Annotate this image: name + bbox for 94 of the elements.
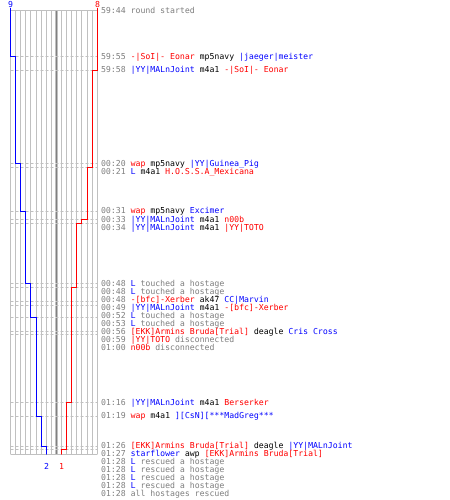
- timestamp: 00:31: [101, 206, 126, 214]
- event-text: disconnected: [174, 335, 234, 343]
- event-text: all hostages rescued: [130, 489, 230, 497]
- player-name: L: [130, 465, 136, 473]
- player-name: CC|Marvin: [224, 295, 269, 303]
- timestamp: 01:19: [101, 411, 126, 419]
- weapon-name: mp5navy: [150, 206, 185, 214]
- player-name: starflower: [130, 449, 180, 457]
- event-text: round started: [130, 6, 195, 14]
- timestamp: 00:53: [101, 319, 126, 327]
- player-name: |YY|MALnJoint: [130, 223, 195, 231]
- timestamp: 01:28: [101, 457, 126, 465]
- player-count: 8: [94, 0, 101, 8]
- player-name: Excimer: [190, 206, 224, 214]
- weapon-name: ak47: [200, 295, 220, 303]
- player-name: wap: [130, 206, 146, 214]
- weapon-name: m4a1: [200, 65, 220, 73]
- player-name: L: [130, 481, 136, 489]
- event-text: rescued a hostage: [140, 465, 224, 473]
- player-name: ][CsN][***MadGreg***: [174, 411, 274, 419]
- timestamp: 01:16: [101, 398, 126, 406]
- event-text: disconnected: [155, 343, 214, 351]
- timestamp: 01:27: [101, 449, 126, 457]
- player-name: L: [130, 311, 136, 319]
- timestamp: 01:00: [101, 343, 126, 351]
- weapon-name: deagle: [254, 441, 284, 449]
- player-name: |jaeger|meister: [239, 52, 314, 60]
- player-name: -[bfc]-Xerber: [224, 303, 288, 311]
- timestamp: 00:56: [101, 327, 126, 335]
- player-name: n00b: [130, 343, 150, 351]
- player-name: wap: [130, 159, 146, 167]
- weapon-name: m4a1: [200, 398, 220, 406]
- timestamp: 00:48: [101, 295, 126, 303]
- timestamp: 00:34: [101, 223, 126, 231]
- weapon-name: mp5navy: [200, 52, 234, 60]
- event-text: touched a hostage: [140, 311, 224, 319]
- player-name: n00b: [224, 215, 244, 223]
- weapon-name: m4a1: [200, 303, 220, 311]
- player-count: 1: [58, 462, 65, 470]
- player-name: -|SoI|- Eonar: [130, 52, 195, 60]
- player-count: 9: [7, 0, 14, 8]
- player-name: L: [130, 287, 136, 295]
- player-name: |YY|TOTO: [130, 335, 170, 343]
- weapon-name: m4a1: [200, 223, 220, 231]
- event-text: touched a hostage: [140, 279, 224, 287]
- weapon-name: deagle: [254, 327, 284, 335]
- timestamp: 01:28: [101, 481, 126, 489]
- player-name: |YY|MALnJoint: [130, 215, 195, 223]
- player-name: wap: [130, 411, 146, 419]
- timestamp: 01:28: [101, 489, 126, 497]
- player-name: L: [130, 457, 136, 465]
- timestamp: 59:58: [101, 65, 126, 73]
- player-name: L: [130, 319, 136, 327]
- player-name: -[bfc]-Xerber: [130, 295, 195, 303]
- player-count: 2: [43, 462, 50, 470]
- timestamp: 00:21: [101, 167, 126, 175]
- timestamp: 00:52: [101, 311, 126, 319]
- timestamp: 00:20: [101, 159, 126, 167]
- weapon-name: m4a1: [150, 411, 170, 419]
- player-name: -|SoI|- Eonar: [224, 65, 288, 73]
- player-name: [EKK]Armins Bruda[Trial]: [130, 327, 249, 335]
- timestamp: 00:48: [101, 287, 126, 295]
- player-name: |YY|MALnJoint: [130, 398, 195, 406]
- weapon-name: awp: [184, 449, 200, 457]
- timestamp: 01:26: [101, 441, 126, 449]
- weapon-name: m4a1: [200, 215, 220, 223]
- event-text: touched a hostage: [140, 287, 224, 295]
- timestamp: 00:33: [101, 215, 126, 223]
- timestamp: 59:55: [101, 52, 126, 60]
- player-name: L: [130, 279, 136, 287]
- timestamp: 00:59: [101, 335, 126, 343]
- timestamp: 00:48: [101, 279, 126, 287]
- weapon-name: mp5navy: [150, 159, 185, 167]
- player-name: Berserker: [224, 398, 269, 406]
- timestamp: 59:44: [101, 6, 126, 14]
- event-text: rescued a hostage: [140, 481, 224, 489]
- player-name: H.O.S.S.A_Mexicana: [165, 167, 254, 175]
- player-name: [EKK]Armins Bruda[Trial]: [204, 449, 323, 457]
- player-name: [EKK]Armins Bruda[Trial]: [130, 441, 249, 449]
- timestamp: 01:28: [101, 473, 126, 481]
- player-name: L: [130, 167, 136, 175]
- weapon-name: m4a1: [140, 167, 160, 175]
- timestamp: 00:49: [101, 303, 126, 311]
- player-name: |YY|TOTO: [224, 223, 264, 231]
- player-name: |YY|Guinea_Pig: [190, 159, 259, 167]
- event-text: rescued a hostage: [140, 457, 224, 465]
- event-text: touched a hostage: [140, 319, 224, 327]
- timestamp: 01:28: [101, 465, 126, 473]
- player-name: |YY|MALnJoint: [130, 303, 195, 311]
- player-name: |YY|MALnJoint: [288, 441, 352, 449]
- event-text: rescued a hostage: [140, 473, 224, 481]
- player-name: Cris Cross: [288, 327, 338, 335]
- player-name: |YY|MALnJoint: [130, 65, 195, 73]
- player-name: L: [130, 473, 136, 481]
